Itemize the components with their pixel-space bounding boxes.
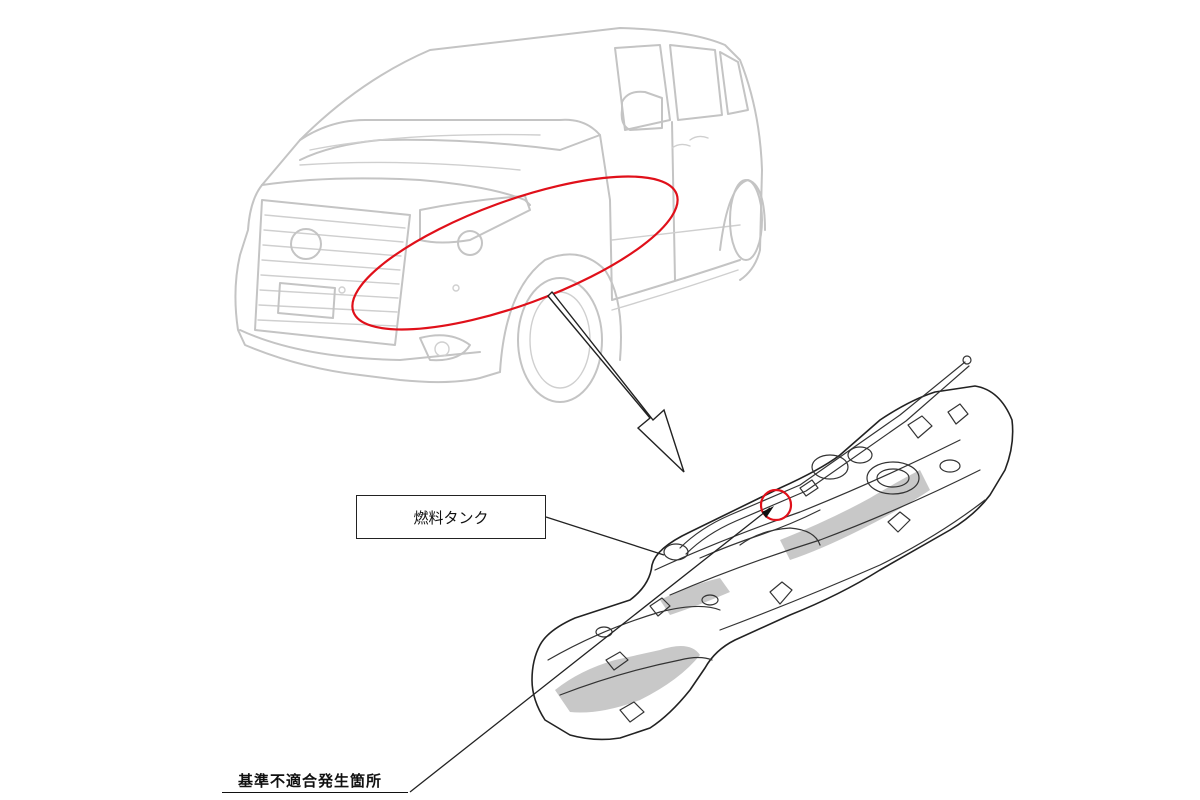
vehicle-highlight-ellipse [351,175,679,331]
location-callout-leader [409,507,771,793]
part-label: 燃料タンク [413,508,489,527]
part-callout-leader [545,516,665,556]
part-callout-box: 燃料タンク [356,495,546,539]
vehicle-drawing [234,27,766,403]
pointer-arrow [547,290,685,473]
defect-location-underline [222,792,408,793]
defect-location-label: 基準不適合発生箇所 [238,772,383,790]
fuel-tank-drawing [531,355,1014,741]
location-callout-arrowhead [762,506,774,518]
defect-highlight-circle [759,488,793,522]
